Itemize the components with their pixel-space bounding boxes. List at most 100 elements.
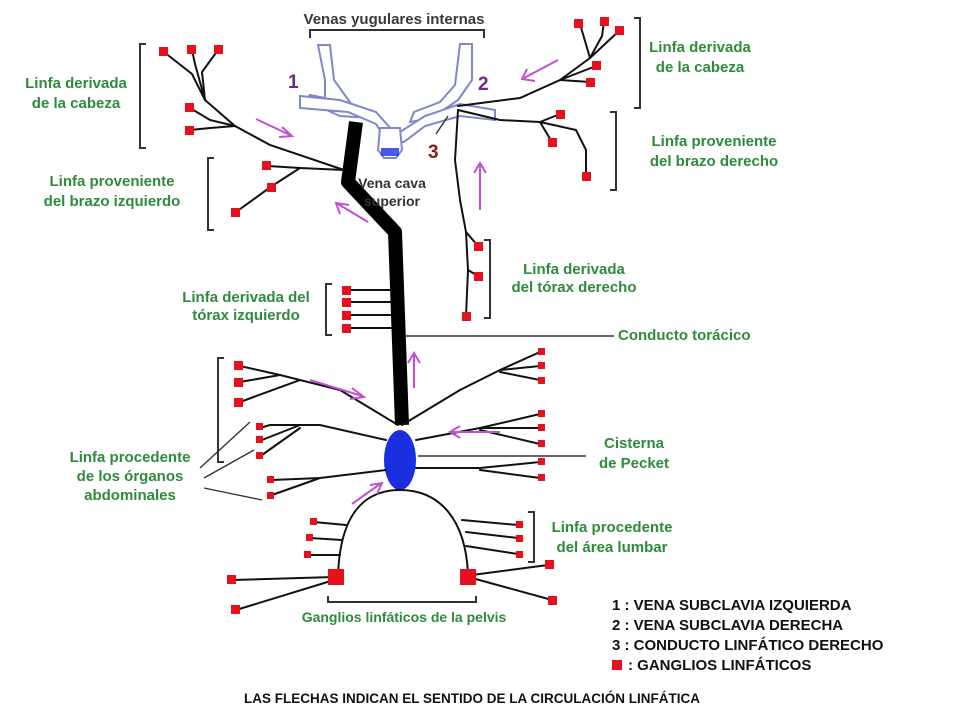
lymph-node — [231, 208, 240, 217]
lymph-node — [538, 362, 545, 369]
label-vena-cava-1: Vena cava — [358, 175, 426, 191]
legend-item-4: : GANGLIOS LINFÁTICOS — [628, 657, 811, 674]
arrow-icon — [448, 425, 500, 439]
bracket-thorax-right — [484, 239, 491, 319]
arrow-icon — [309, 379, 367, 400]
lymph-node — [538, 474, 545, 481]
lymph-node — [474, 242, 483, 251]
left-subclavian-vein — [299, 94, 394, 142]
label-cisterna-1: Cisterna — [604, 435, 665, 452]
label-brazo-izq-1: Linfa proveniente — [49, 173, 174, 190]
lymph-node — [256, 423, 263, 430]
lymph-nodes — [159, 17, 624, 614]
label-ganglios-pelvis: Ganglios linfáticos de la pelvis — [302, 609, 507, 625]
label-brackets — [139, 17, 641, 603]
lymph-node — [185, 126, 194, 135]
label-brazo-izq-2: del brazo izquierdo — [44, 193, 181, 210]
leader-abdominal-1 — [199, 421, 251, 469]
leader-abdominal-3 — [203, 487, 263, 501]
lymph-node — [592, 61, 601, 70]
label-torax-der-2: del tórax derecho — [511, 279, 636, 296]
label-abdominales-2: de los órganos — [77, 468, 184, 485]
lymph-node — [304, 551, 311, 558]
jugular-bracket — [309, 29, 485, 38]
lymph-node — [516, 551, 523, 558]
lymph-node — [538, 424, 545, 431]
label-cabeza-right-2: de la cabeza — [656, 59, 745, 76]
arrow-icon — [407, 351, 421, 388]
right-thorax-vessels — [453, 109, 479, 317]
label-cisterna-2: de Pecket — [599, 455, 669, 472]
vena-cava-outlet — [381, 148, 399, 156]
bracket-thorax-left — [325, 283, 332, 336]
label-vena-cava-2: superior — [364, 193, 421, 209]
bracket-head-right — [634, 17, 641, 109]
label-abdominales-3: abdominales — [84, 487, 176, 504]
label-torax-izq-2: tórax izquierdo — [192, 307, 300, 324]
legend-node-icon — [612, 660, 622, 670]
lymph-node — [234, 378, 243, 387]
lymph-node — [227, 575, 236, 584]
bracket-arm-left — [207, 157, 214, 231]
lymph-node — [342, 286, 351, 295]
label-cabeza-left-1: Linfa derivada — [25, 75, 127, 92]
bracket-arm-right — [610, 111, 617, 191]
lymph-node — [256, 436, 263, 443]
label-num-1: 1 — [288, 72, 299, 93]
label-brazo-der-2: del brazo derecho — [650, 153, 778, 170]
lymph-node — [267, 183, 276, 192]
arrow-icon — [520, 59, 559, 82]
leader-lines — [199, 115, 614, 501]
lymph-node — [538, 458, 545, 465]
arrow-icon — [334, 201, 369, 223]
label-torax-izq-1: Linfa derivada del — [182, 289, 310, 306]
lymph-node — [574, 19, 583, 28]
left-thorax-vessels — [347, 289, 393, 329]
label-conducto-toracico: Conducto torácico — [618, 327, 751, 344]
left-arm-vessels — [235, 165, 345, 213]
leader-abdominal-2 — [203, 449, 255, 479]
lymph-node — [538, 348, 545, 355]
label-venas-yugulares: Venas yugulares internas — [304, 11, 485, 28]
label-brazo-der-1: Linfa proveniente — [651, 133, 776, 150]
bracket-abdominal — [217, 357, 224, 463]
lymph-node — [262, 161, 271, 170]
flow-arrows — [255, 59, 559, 505]
lymph-node — [582, 172, 591, 181]
lymph-node — [462, 312, 471, 321]
legend: 1 : VENA SUBCLAVIA IZQUIERDA 2 : VENA SU… — [612, 597, 884, 674]
lymph-node — [234, 361, 243, 370]
arrow-icon — [351, 481, 384, 505]
lymph-node — [256, 452, 263, 459]
lymph-node — [306, 534, 313, 541]
footer-caption: LAS FLECHAS INDICAN EL SENTIDO DE LA CIR… — [244, 691, 700, 706]
lymph-node — [159, 47, 168, 56]
lymph-node — [538, 377, 545, 384]
pelvic-vessels — [231, 489, 553, 611]
arrow-icon — [255, 118, 295, 138]
lymph-node — [548, 596, 557, 605]
head-left-vessels — [163, 49, 345, 171]
label-abdominales-1: Linfa procedente — [70, 449, 191, 466]
pelvic-lymph-node-left — [328, 569, 344, 585]
lymph-node — [600, 17, 609, 26]
lymph-node — [342, 298, 351, 307]
bracket-head-left — [139, 43, 146, 149]
lymph-node — [187, 45, 196, 54]
legend-item-2: 2 : VENA SUBCLAVIA DERECHA — [612, 617, 843, 634]
abdominal-right-vessels — [401, 351, 541, 479]
lymph-node — [185, 103, 194, 112]
lymph-node — [342, 324, 351, 333]
lymph-node — [545, 560, 554, 569]
lymph-node — [214, 45, 223, 54]
lymph-node — [615, 26, 624, 35]
legend-item-3: 3 : CONDUCTO LINFÁTICO DERECHO — [612, 637, 884, 654]
label-lumbar-2: del área lumbar — [557, 539, 668, 556]
label-torax-der-1: Linfa derivada — [523, 261, 625, 278]
lymph-node — [516, 521, 523, 528]
lymph-node — [342, 311, 351, 320]
cisterna-pecket — [384, 430, 416, 490]
thoracic-duct — [341, 121, 409, 426]
